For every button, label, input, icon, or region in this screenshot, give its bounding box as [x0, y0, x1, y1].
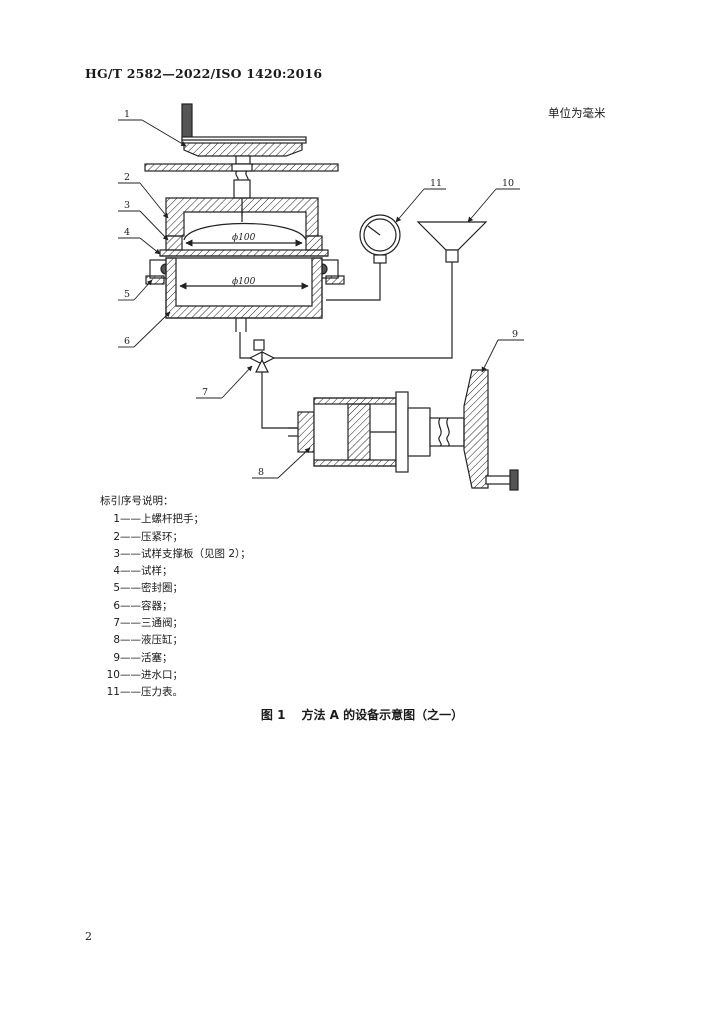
figure-number: 图 1 — [260, 708, 286, 722]
legend-item: 6——容器； — [113, 599, 173, 612]
figure-title: 方法 A 的设备示意图（之一） — [301, 708, 464, 722]
water-funnel — [416, 221, 488, 263]
specimen — [159, 249, 329, 257]
three-way-valve — [248, 339, 298, 429]
legend: 标引序号说明： 1——上螺杆把手； 2——压紧环； 3——试样支撑板（见图 2）… — [100, 493, 251, 702]
legend-item: 1——上螺杆把手； — [113, 513, 204, 526]
legend-item: 3——试样支撑板（见图 2）； — [113, 547, 251, 560]
unit-note: 单位为毫米 — [548, 106, 606, 120]
callout-10: 10 — [502, 178, 514, 189]
apparatus-diagram: ϕ100 ϕ100 1 2 3 4 5 6 7 8 9 10 11 — [118, 103, 524, 491]
pressure-gauge — [359, 214, 401, 264]
callout-4: 4 — [124, 227, 130, 238]
callout-11: 11 — [430, 178, 442, 189]
callout-7: 7 — [202, 387, 208, 398]
legend-item: 4——试样； — [113, 565, 173, 578]
leader-lines — [118, 119, 524, 479]
legend-item: 9——活塞； — [113, 651, 173, 664]
legend-item: 8——液压缸； — [113, 634, 183, 647]
support-plate — [165, 235, 323, 251]
callout-1: 1 — [124, 109, 130, 120]
callout-9: 9 — [512, 329, 518, 340]
legend-item: 11——压力表。 — [106, 686, 183, 699]
frame-beam — [144, 163, 339, 183]
callout-8: 8 — [258, 467, 264, 478]
legend-item: 2——压紧环； — [113, 530, 183, 543]
legend-item: 10——进水口； — [106, 668, 183, 681]
hydraulic-cylinder — [288, 391, 465, 473]
dim-label-upper: ϕ100 — [232, 233, 256, 243]
callout-6: 6 — [124, 336, 130, 347]
legend-item: 7——三通阀； — [113, 617, 183, 630]
upper-handwheel — [181, 103, 307, 165]
callout-3: 3 — [124, 200, 130, 211]
legend-title: 标引序号说明： — [100, 495, 174, 507]
callout-5: 5 — [124, 289, 130, 300]
legend-item: 5——密封圈； — [113, 582, 183, 595]
dim-label-lower: ϕ100 — [232, 277, 256, 287]
document-header: HG/T 2582—2022/ISO 1420:2016 — [85, 66, 323, 81]
figure-caption: 图 1 方法 A 的设备示意图（之一） — [0, 706, 724, 723]
page-number: 2 — [85, 930, 92, 943]
lower-handwheel — [463, 369, 519, 491]
callout-2: 2 — [124, 172, 130, 183]
container — [165, 257, 323, 332]
